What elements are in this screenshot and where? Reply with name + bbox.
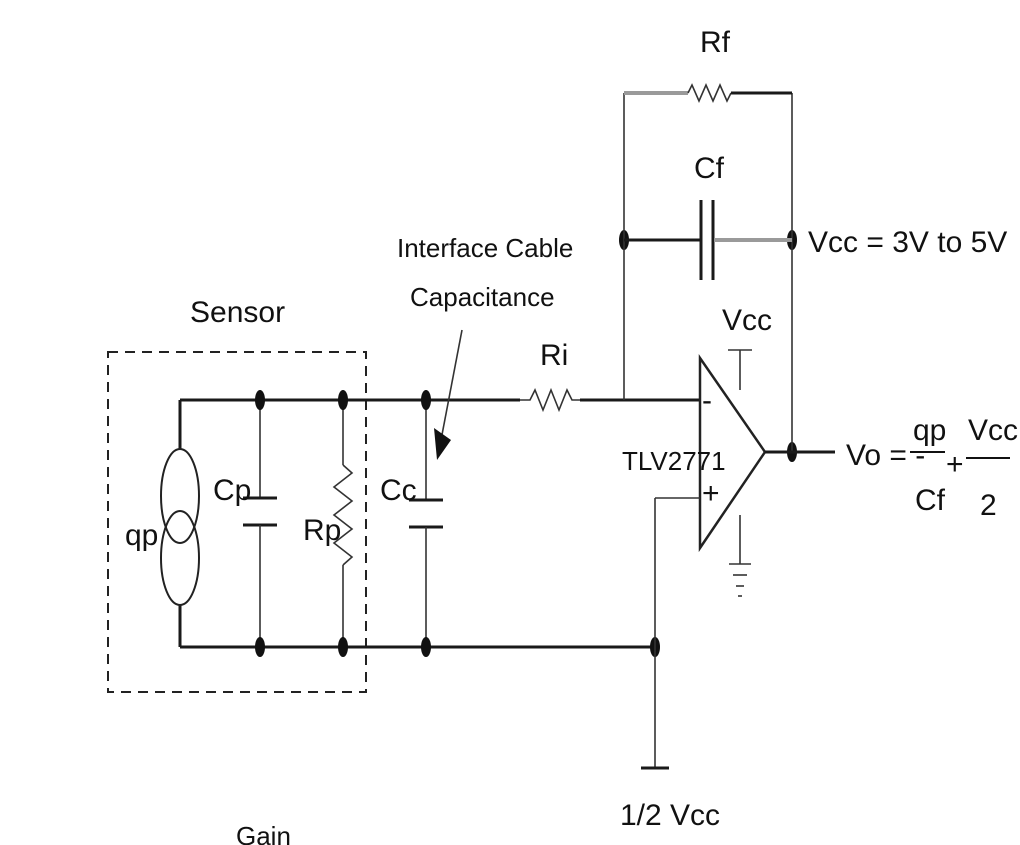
formula-lhs: Vo = - [846, 439, 925, 472]
half-vcc-label: 1/2 Vcc [620, 799, 720, 832]
ground-symbol [729, 563, 751, 597]
cc-label: Cc [380, 474, 417, 507]
formula-num1: qp [913, 414, 946, 447]
opamp-label: TLV2771 [622, 446, 726, 476]
ri-label: Ri [540, 339, 568, 372]
output-formula: Vo = - qp Cf + Vcc 2 [846, 414, 1018, 522]
junction-dots [255, 230, 797, 657]
rp-label: Rp [303, 514, 341, 547]
current-source-symbol [160, 448, 200, 606]
resistor-ri [520, 387, 580, 413]
sensor-label: Sensor [190, 296, 285, 329]
opamp-plus-sign: + [702, 477, 720, 510]
cable-callout-arrow [434, 428, 451, 460]
rf-label: Rf [700, 26, 731, 59]
vcc-top-label: Vcc [722, 304, 772, 337]
sensor-box [107, 351, 367, 693]
resistor-rp [332, 464, 354, 566]
opamp-triangle [698, 353, 767, 553]
opamp-minus-sign: - [702, 384, 712, 417]
cf-label: Cf [694, 152, 725, 185]
cable-label-line1: Interface Cable [397, 233, 573, 263]
cut-off-text: Gain [236, 821, 291, 845]
cp-label: Cp [213, 474, 251, 507]
cable-label-line2: Capacitance [410, 282, 555, 312]
qp-label: qp [125, 519, 158, 552]
formula-num2: Vcc [968, 414, 1018, 447]
formula-den2: 2 [980, 489, 997, 522]
cable-callout-line [440, 329, 463, 441]
vcc-supply-label: Vcc = 3V to 5V [808, 226, 1007, 259]
formula-den1: Cf [915, 484, 946, 517]
formula-plus: + [946, 448, 964, 481]
resistor-rf [687, 83, 732, 103]
